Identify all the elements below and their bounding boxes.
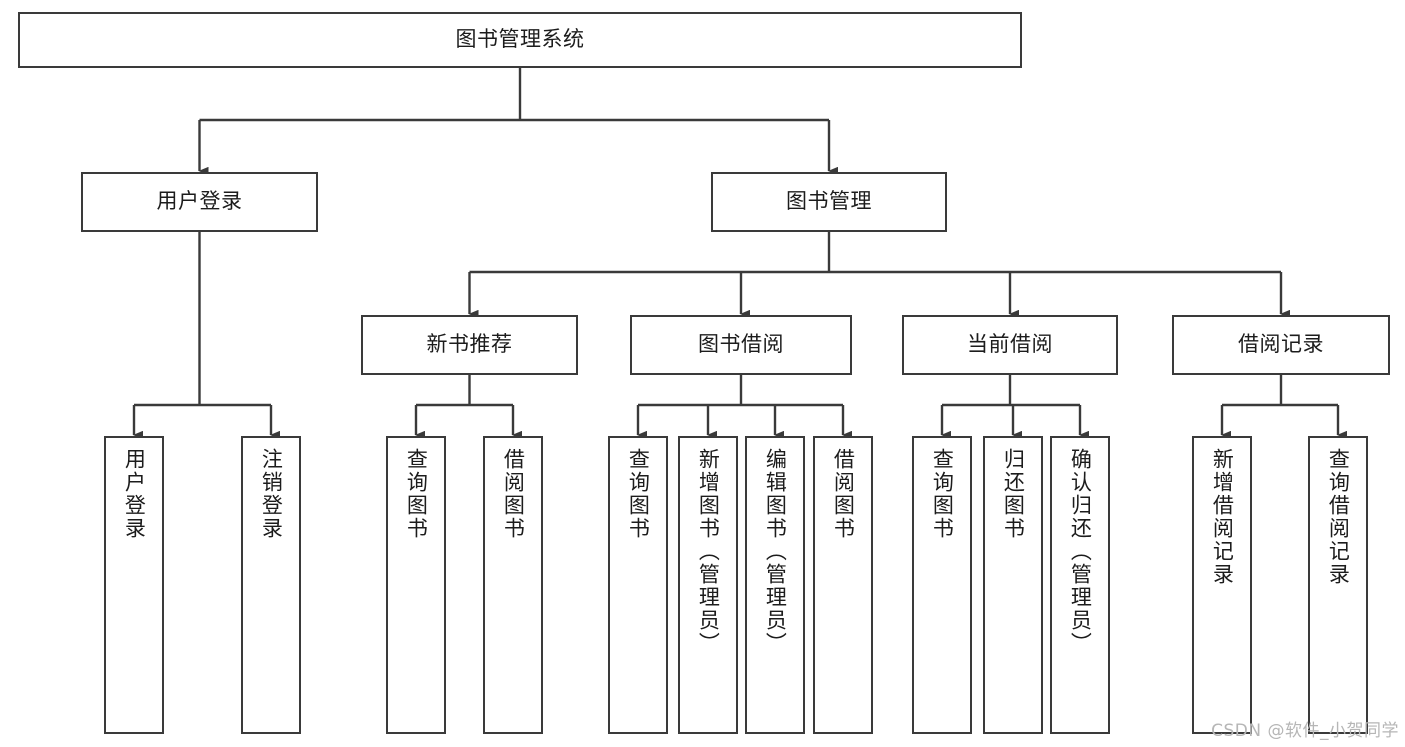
node-label-leaf-bb-add: 新增图书（管理员） [696, 448, 721, 655]
node-label-leaf-bb-edit: 编辑图书（管理员） [763, 448, 788, 655]
node-leaf-rec-query[interactable]: 查询图书 [386, 436, 446, 734]
node-label-leaf-user-logout: 注销登录 [259, 448, 284, 540]
node-label-leaf-br-query: 查询借阅记录 [1326, 448, 1351, 586]
node-label-leaf-cb-confirm: 确认归还（管理员） [1068, 448, 1093, 655]
node-label-leaf-user-login: 用户登录 [122, 448, 147, 540]
node-leaf-user-login[interactable]: 用户登录 [104, 436, 164, 734]
node-root[interactable]: 图书管理系统 [18, 12, 1022, 68]
watermark-label: CSDN @软件_小贺同学 [1211, 721, 1399, 741]
node-label-leaf-bb-borrow: 借阅图书 [831, 448, 856, 540]
node-leaf-bb-borrow[interactable]: 借阅图书 [813, 436, 873, 734]
node-label-leaf-cb-query: 查询图书 [930, 448, 955, 540]
node-label-user-login: 用户登录 [156, 189, 243, 214]
node-leaf-bb-query[interactable]: 查询图书 [608, 436, 668, 734]
node-leaf-br-query[interactable]: 查询借阅记录 [1308, 436, 1368, 734]
node-new-book-rec[interactable]: 新书推荐 [361, 315, 578, 375]
node-label-current-borrow: 当前借阅 [967, 332, 1053, 357]
node-label-leaf-rec-borrow: 借阅图书 [501, 448, 526, 540]
node-leaf-cb-confirm[interactable]: 确认归还（管理员） [1050, 436, 1110, 734]
node-label-root: 图书管理系统 [455, 27, 585, 52]
node-book-mgmt[interactable]: 图书管理 [711, 172, 947, 232]
node-leaf-bb-edit[interactable]: 编辑图书（管理员） [745, 436, 805, 734]
node-leaf-cb-return[interactable]: 归还图书 [983, 436, 1043, 734]
node-label-leaf-rec-query: 查询图书 [404, 448, 429, 540]
node-label-book-borrow: 图书借阅 [698, 332, 784, 357]
node-label-leaf-bb-query: 查询图书 [626, 448, 651, 540]
node-book-borrow[interactable]: 图书借阅 [630, 315, 852, 375]
node-leaf-br-add[interactable]: 新增借阅记录 [1192, 436, 1252, 734]
node-borrow-record[interactable]: 借阅记录 [1172, 315, 1390, 375]
node-leaf-user-logout[interactable]: 注销登录 [241, 436, 301, 734]
node-label-book-mgmt: 图书管理 [786, 189, 872, 214]
node-current-borrow[interactable]: 当前借阅 [902, 315, 1118, 375]
node-leaf-cb-query[interactable]: 查询图书 [912, 436, 972, 734]
node-label-leaf-br-add: 新增借阅记录 [1210, 448, 1235, 586]
node-label-new-book-rec: 新书推荐 [426, 332, 513, 357]
node-label-leaf-cb-return: 归还图书 [1001, 448, 1026, 540]
node-leaf-bb-add[interactable]: 新增图书（管理员） [678, 436, 738, 734]
node-user-login[interactable]: 用户登录 [81, 172, 318, 232]
node-label-borrow-record: 借阅记录 [1238, 332, 1324, 357]
node-leaf-rec-borrow[interactable]: 借阅图书 [483, 436, 543, 734]
